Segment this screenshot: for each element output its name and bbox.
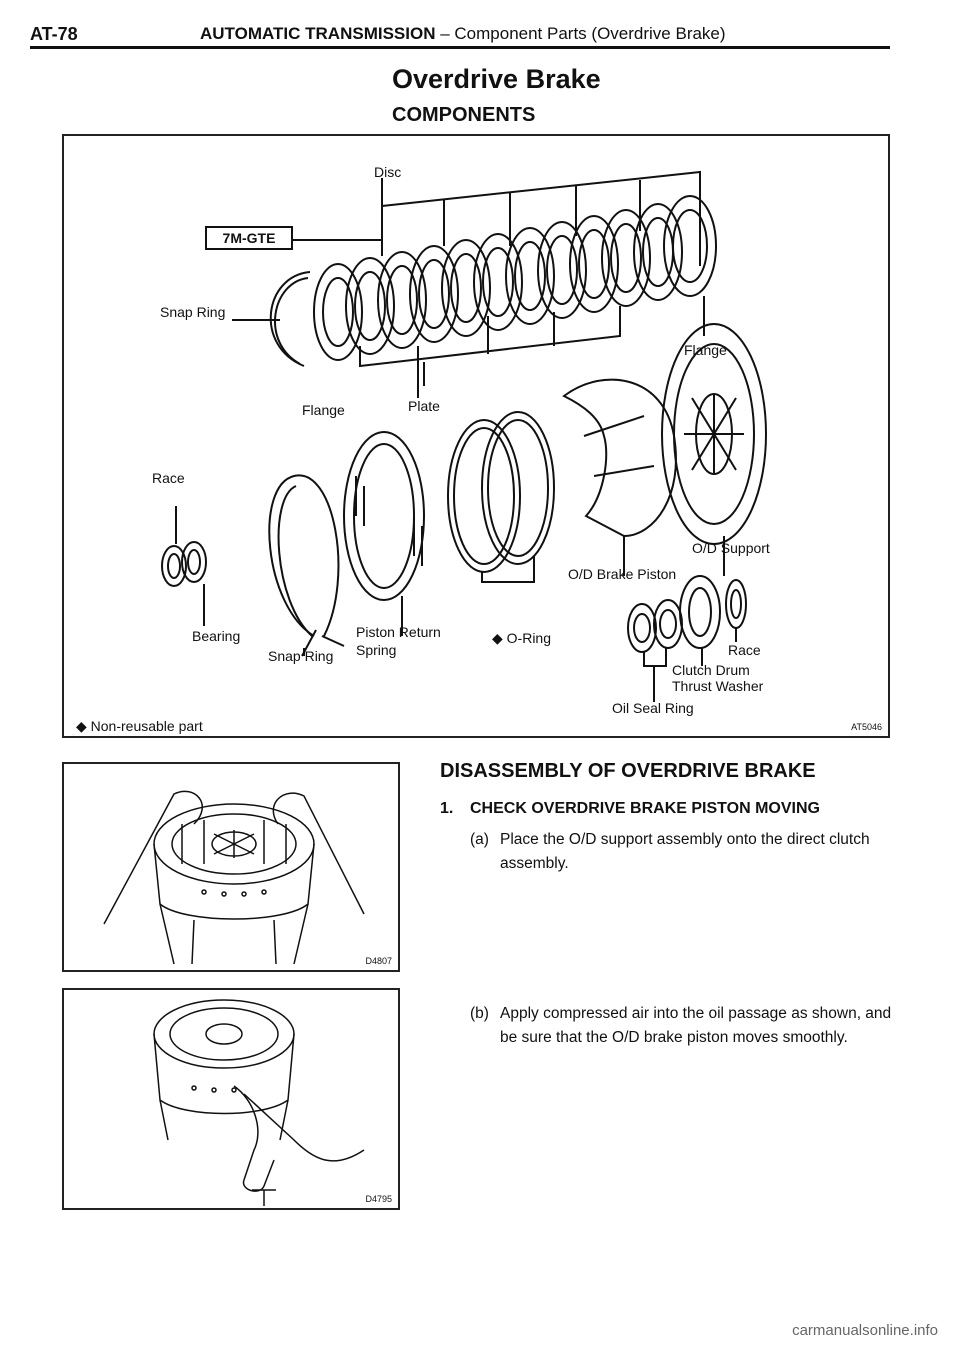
substep-b-key: (b) (470, 1005, 489, 1022)
substep-a: (a) Place the O/D support assembly onto … (470, 828, 910, 888)
label-bearing: Bearing (192, 628, 241, 644)
exploded-view-drawing (161, 170, 767, 702)
label-7m-gte: 7M-GTE (205, 226, 293, 250)
illustration-air-gun (153, 999, 365, 1206)
label-o-ring: ◆ O-Ring (492, 630, 552, 646)
watermark: carmanualsonline.info (792, 1322, 938, 1339)
label-spring: Spring (356, 642, 397, 658)
label-clutch-drum: Clutch Drum (672, 662, 750, 678)
label-snap-ring-bottom: Snap Ring (268, 648, 334, 664)
page-header: AT-78 AUTOMATIC TRANSMISSION – Component… (30, 22, 890, 48)
header-dash: – (435, 24, 455, 43)
page-title: Overdrive Brake (392, 64, 601, 94)
photo-1-code: D4807 (365, 956, 392, 966)
label-oil-seal-ring: Oil Seal Ring (612, 700, 694, 716)
label-od-support: O/D Support (692, 540, 770, 556)
non-reusable-legend: ◆ Non-reusable part (76, 718, 203, 734)
label-disc: Disc (374, 164, 402, 180)
header-title: AUTOMATIC TRANSMISSION – Component Parts… (200, 24, 726, 44)
figure-code: AT5046 (851, 722, 882, 732)
page-code: AT-78 (30, 24, 78, 44)
header-subtitle: Component Parts (Overdrive Brake) (454, 24, 726, 43)
components-figure: Disc 7M-GTE Snap Ring Flange Flange Plat… (62, 134, 890, 738)
header-section: AUTOMATIC TRANSMISSION (200, 24, 436, 43)
substep-a-key: (a) (470, 831, 489, 848)
label-thrust-washer: Thrust Washer (672, 678, 764, 694)
label-snap-ring-top: Snap Ring (160, 304, 226, 320)
step-1-number: 1. (440, 800, 454, 817)
label-plate: Plate (408, 398, 440, 414)
components-heading: COMPONENTS (392, 104, 536, 126)
photo-compressed-air: D4795 (62, 988, 400, 1210)
header-rule (30, 46, 890, 49)
label-race-right: Race (728, 642, 761, 658)
illustration-hands-placing-support (103, 790, 365, 965)
label-od-brake-piston: O/D Brake Piston (568, 566, 677, 582)
label-race-left: Race (152, 470, 185, 486)
substep-b: (b) Apply compressed air into the oil pa… (470, 1002, 910, 1082)
photo-2-code: D4795 (365, 1194, 392, 1204)
section-heading: DISASSEMBLY OF OVERDRIVE BRAKE (440, 760, 816, 782)
substep-b-text: Apply compressed air into the oil passag… (500, 1005, 892, 1046)
label-piston-return: Piston Return (356, 624, 441, 640)
photo-od-support-placement: D4807 (62, 762, 400, 972)
label-flange-right: Flange (684, 342, 727, 358)
label-flange-bottom: Flange (302, 402, 345, 418)
step-1-text: CHECK OVERDRIVE BRAKE PISTON MOVING (470, 800, 820, 817)
substep-a-text: Place the O/D support assembly onto the … (500, 831, 870, 872)
